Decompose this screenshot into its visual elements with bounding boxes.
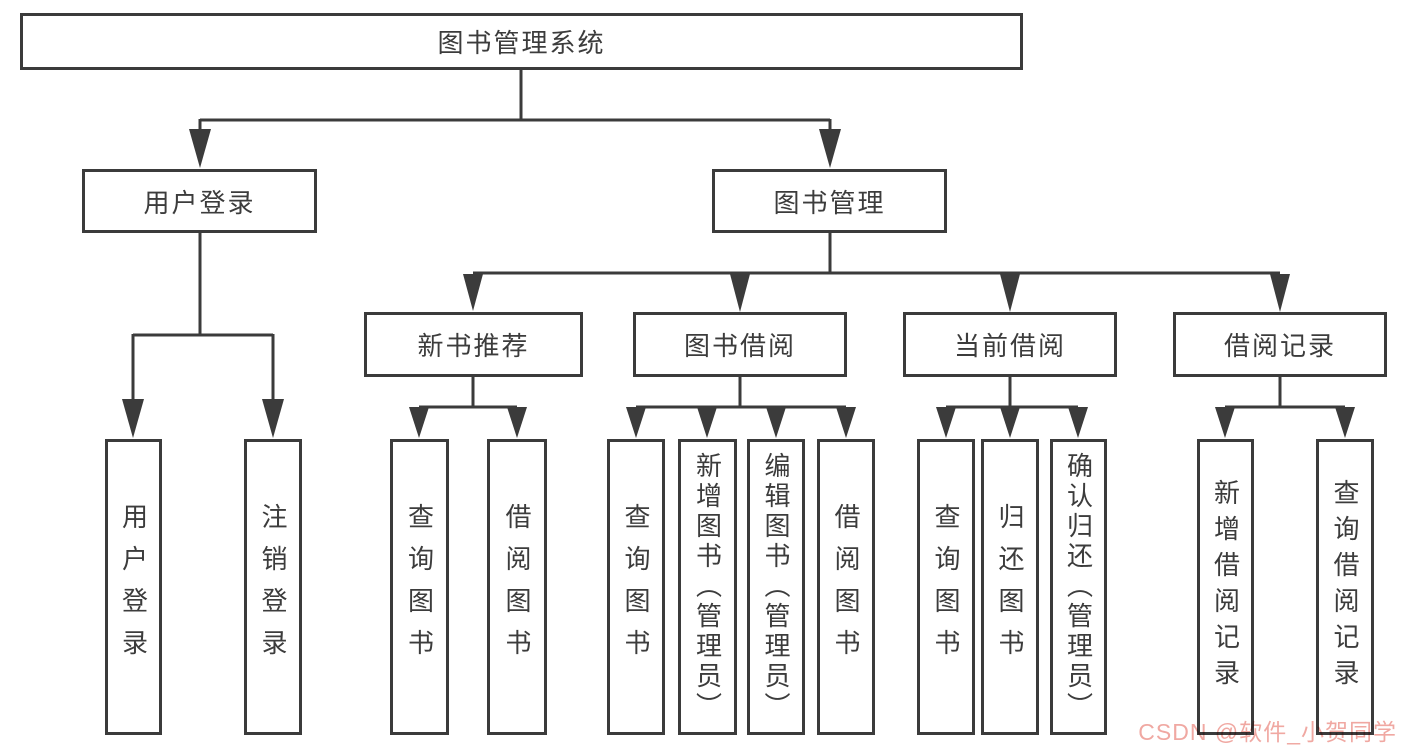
leaf-user-login: 用户登录 [105,439,162,735]
node-new-book-recommend: 新书推荐 [364,312,583,377]
leaf-query-books-current: 查询图书 [917,439,975,735]
leaf-query-books-recommend: 查询图书 [390,439,449,735]
leaf-add-books-admin: 新增图书（管理员） [678,439,737,735]
leaf-logout: 注销登录 [244,439,302,735]
node-root-system: 图书管理系统 [20,13,1023,70]
node-borrow-records: 借阅记录 [1173,312,1387,377]
node-book-borrow: 图书借阅 [633,312,847,377]
leaf-edit-books-admin: 编辑图书（管理员） [747,439,805,735]
node-current-borrow: 当前借阅 [903,312,1117,377]
csdn-watermark: CSDN @软件_小贺同学 [1138,719,1397,745]
leaf-query-borrow-record: 查询借阅记录 [1316,439,1374,735]
leaf-borrow-books: 借阅图书 [817,439,875,735]
node-user-login: 用户登录 [82,169,317,233]
leaf-borrow-books-recommend: 借阅图书 [487,439,547,735]
leaf-confirm-return-admin: 确认归还（管理员） [1050,439,1107,735]
leaf-return-books: 归还图书 [981,439,1039,735]
leaf-query-books-borrow: 查询图书 [607,439,665,735]
node-book-management: 图书管理 [712,169,947,233]
leaf-add-borrow-record: 新增借阅记录 [1197,439,1254,735]
